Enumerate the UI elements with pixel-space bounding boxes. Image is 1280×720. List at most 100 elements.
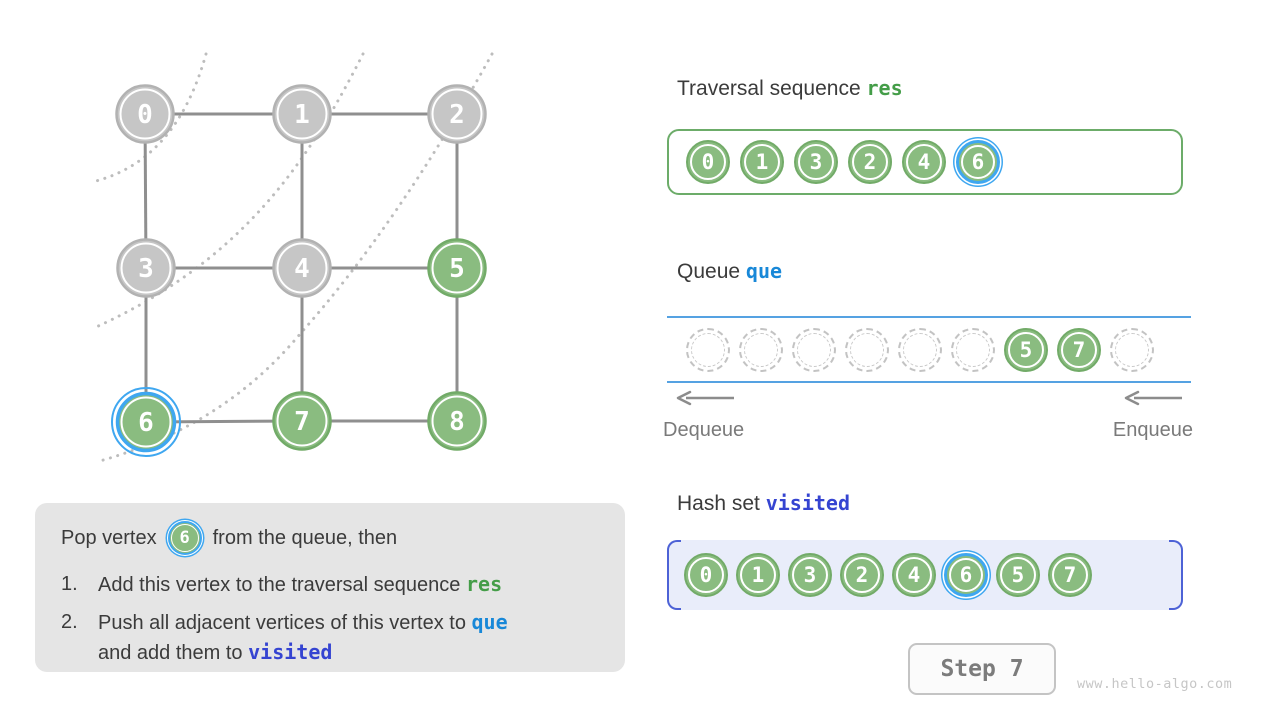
popped-vertex-chip: 6 <box>167 521 202 555</box>
note-step-number: 1. <box>61 573 78 595</box>
graph-canvas: 0 1 2 3 4 5 6 7 8 <box>90 52 494 464</box>
vertex-chip-7: 7 <box>1048 553 1092 597</box>
vertex-chip-0: 0 <box>684 553 728 597</box>
note-intro-prefix: Pop vertex <box>61 526 157 549</box>
graph-vertex-2: 2 <box>427 84 487 144</box>
popped-vertex-label: 6 <box>179 528 190 548</box>
hash-title-text: Hash set <box>677 492 760 515</box>
note-step-text: Add this vertex to the traversal sequenc… <box>98 570 502 599</box>
vertex-label: 2 <box>449 100 465 130</box>
vertex-body <box>115 84 175 144</box>
queue-empty-slot <box>951 327 995 372</box>
step-badge: Step 7 <box>908 643 1056 695</box>
graph-vertex-5: 5 <box>427 238 487 298</box>
vertex-label: 4 <box>294 254 310 284</box>
vertex-inner-ring <box>431 242 483 294</box>
vertex-chip-5: 5 <box>1004 327 1048 372</box>
hash-set-box: 0 1 3 2 4 6 5 7 <box>667 540 1183 610</box>
vertex-chip-label: 3 <box>803 563 817 587</box>
watermark-text: www.hello-algo.com <box>1077 676 1233 692</box>
bfs-level-arc-0 <box>90 52 208 184</box>
note-step-number: 2. <box>61 611 78 634</box>
vertex-body <box>427 84 487 144</box>
queue-empty-slot <box>898 327 942 372</box>
vertex-inner-ring <box>276 242 328 294</box>
note-text-segment: and add them to <box>98 641 243 664</box>
graph-vertex-1: 1 <box>272 84 332 144</box>
dequeue-label: Dequeue <box>663 419 745 441</box>
queue-empty-slot <box>845 327 889 372</box>
vertex-chip-label: 3 <box>809 150 823 174</box>
code-token-visited: visited <box>248 639 333 664</box>
vertex-chip-0: 0 <box>686 140 730 184</box>
note-step: 2. Push all adjacent vertices of this ver… <box>61 608 599 667</box>
vertex-inner-ring <box>276 88 328 140</box>
queue-empty-slot <box>686 327 730 372</box>
vertex-body <box>427 391 487 451</box>
vertex-body <box>115 391 177 453</box>
vertex-chip-2: 2 <box>840 553 884 597</box>
vertex-chip-label: 6 <box>959 563 973 587</box>
vertex-chip-label: 6 <box>971 150 985 174</box>
vertex-body <box>272 391 332 451</box>
vertex-chip-3: 3 <box>794 140 838 184</box>
vertex-label: 5 <box>449 254 465 284</box>
vertex-chip-label: 5 <box>1011 563 1025 587</box>
vertex-chip-label: 4 <box>917 150 931 174</box>
vertex-chip-1: 1 <box>736 553 780 597</box>
vertex-body <box>272 84 332 144</box>
note-text-segment: Add this vertex to the traversal sequenc… <box>98 574 466 596</box>
graph-vertex-6: 6 <box>111 387 181 457</box>
vertex-chip-label: 0 <box>701 150 715 174</box>
vertex-chip-label: 7 <box>1063 563 1077 587</box>
vertex-chip-4: 4 <box>892 553 936 597</box>
vertex-chip-2: 2 <box>848 140 892 184</box>
vertex-chip-label: 5 <box>1019 337 1033 362</box>
vertex-chip-5: 5 <box>996 553 1040 597</box>
vertex-label: 8 <box>449 407 465 437</box>
vertex-inner-ring <box>120 396 172 448</box>
vertex-chip-label: 7 <box>1072 337 1086 362</box>
vertex-chip-4: 4 <box>902 140 946 184</box>
enqueue-arrow-icon <box>1124 390 1182 406</box>
code-token-que: que <box>471 610 508 635</box>
queue-title-text: Queue <box>677 260 741 283</box>
graph-vertex-7: 7 <box>272 391 332 451</box>
note-step: 1. Add this vertex to the traversal seque… <box>61 570 599 599</box>
graph-vertex-3: 3 <box>116 238 176 298</box>
queue-empty-slot <box>739 327 783 372</box>
vertex-chip-label: 1 <box>755 150 769 174</box>
traversal-title-text: Traversal sequence <box>677 77 861 100</box>
graph-vertex-0: 0 <box>115 84 175 144</box>
vertex-label: 6 <box>138 408 154 438</box>
queue-empty-slot <box>1110 327 1154 372</box>
note-intro-line: Pop vertex 6 from the queue, then <box>61 518 599 558</box>
highlight-ring <box>111 387 181 457</box>
vertex-chip-label: 0 <box>699 563 713 587</box>
note-text-segment: Push all adjacent vertices of this verte… <box>98 612 472 635</box>
dequeue-arrow-icon <box>676 390 734 406</box>
vertex-label: 7 <box>294 407 310 437</box>
vertex-label: 1 <box>294 100 310 130</box>
vertex-chip-7: 7 <box>1057 327 1101 372</box>
res-code-token: res <box>866 76 903 100</box>
vertex-chip-6: 6 <box>944 553 988 597</box>
vertex-inner-ring <box>276 395 328 447</box>
vertex-chip-1: 1 <box>740 140 784 184</box>
vertex-chip-label: 2 <box>863 150 877 174</box>
vertex-label: 3 <box>138 254 154 284</box>
vertex-chip-label: 1 <box>751 563 765 587</box>
visited-code-token: visited <box>765 491 851 515</box>
traversal-sequence-title: Traversal sequence res <box>677 76 903 101</box>
vertex-inner-ring <box>120 242 172 294</box>
vertex-body <box>427 238 487 298</box>
que-code-token: que <box>745 259 783 283</box>
vertex-chip-label: 4 <box>907 563 921 587</box>
vertex-chip-6: 6 <box>956 140 1000 184</box>
hash-set-title: Hash set visited <box>677 491 850 516</box>
vertex-chip-label: 2 <box>855 563 869 587</box>
enqueue-label: Enqueue <box>1112 419 1193 441</box>
code-token-res: res <box>465 572 503 596</box>
